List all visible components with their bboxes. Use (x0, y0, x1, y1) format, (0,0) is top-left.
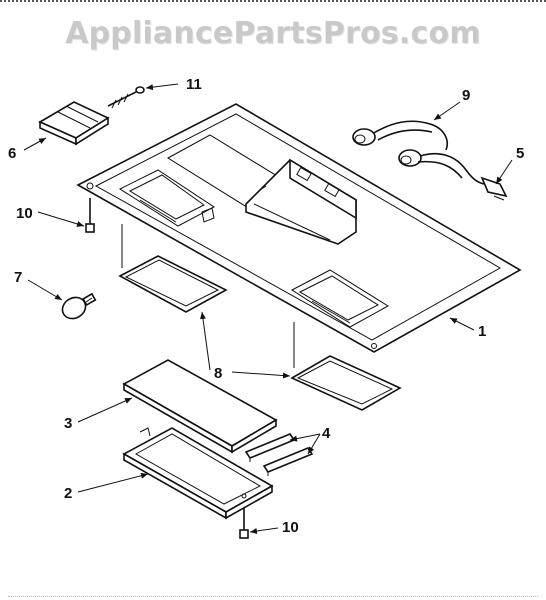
leader-lines (23, 83, 513, 534)
lens-panel-part-3 (122, 359, 278, 454)
lamp-socket-bracket (201, 158, 357, 245)
callout-3: 3 (64, 415, 72, 432)
callout-11: 11 (186, 76, 202, 93)
callout-9: 9 (462, 87, 470, 104)
grease-filter-part-8-right (290, 355, 402, 411)
wire-harness-part-9 (352, 120, 508, 201)
screw-part-10-lower (239, 508, 249, 539)
callout-10-upper: 10 (16, 205, 33, 222)
grease-filter-part-8-left (118, 255, 228, 313)
bottom-plate-part-1 (76, 103, 522, 368)
lens-frame-part-2 (122, 427, 274, 520)
light-bulb-part-7 (61, 292, 97, 320)
screw-part-11 (107, 86, 145, 109)
top-border-artifact (0, 0, 546, 7)
callout-7: 7 (14, 269, 22, 286)
callout-2: 2 (64, 485, 72, 502)
callout-4: 4 (322, 425, 331, 442)
bracket-part-6 (38, 101, 110, 146)
strips-part-4 (244, 433, 314, 476)
watermark: AppliancePartsPros.com (65, 16, 481, 51)
callout-10-lower: 10 (282, 519, 299, 536)
screw-part-10-upper (85, 198, 95, 233)
bottom-border-artifact (8, 596, 538, 597)
callout-1: 1 (478, 323, 486, 340)
callout-8: 8 (214, 365, 222, 382)
callout-5: 5 (516, 145, 524, 162)
callout-6: 6 (8, 145, 16, 162)
